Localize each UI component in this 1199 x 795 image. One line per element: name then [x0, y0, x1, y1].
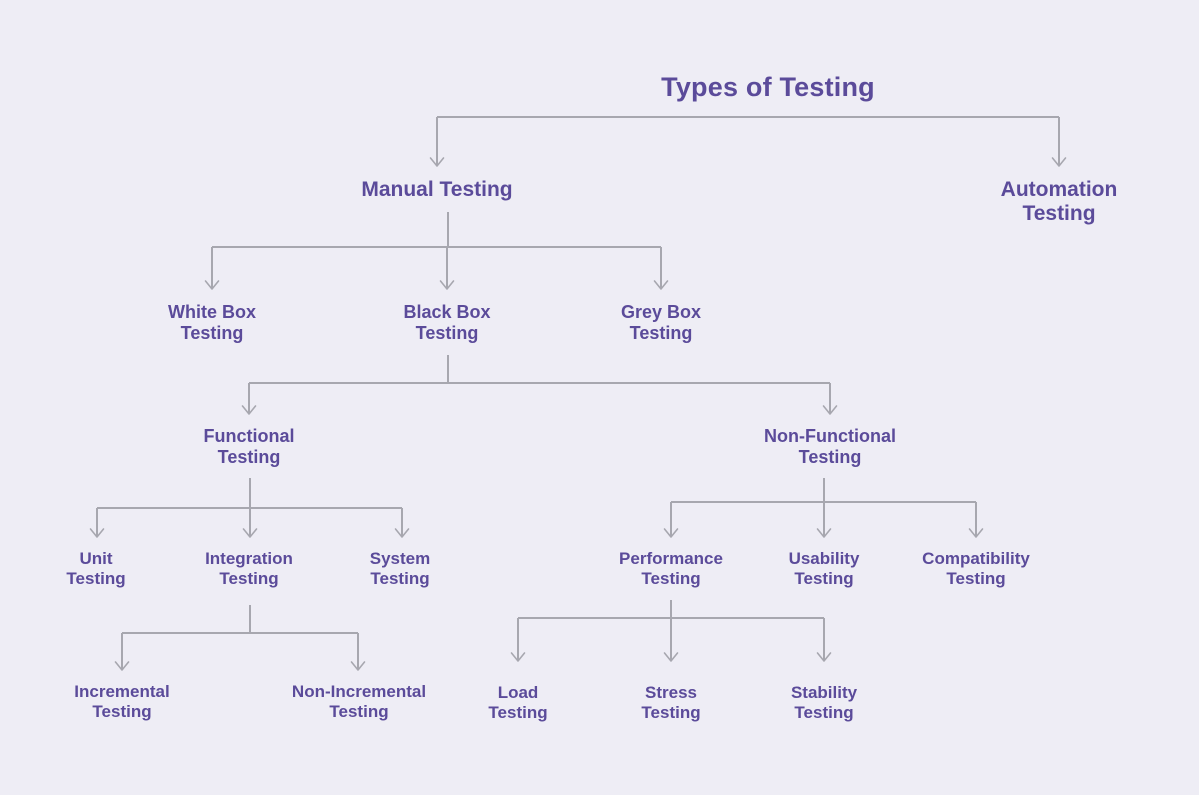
arrow-head-icon [822, 405, 838, 415]
arrow-head-icon [241, 405, 257, 415]
node-performance: Performance Testing [619, 549, 723, 588]
node-usability: Usability Testing [788, 549, 860, 588]
arrow-head-icon [394, 528, 410, 538]
node-grey-box: Grey Box Testing [620, 302, 702, 343]
arrow-head-icon [242, 528, 258, 538]
node-compatibility: Compatibility Testing [922, 549, 1030, 588]
arrow-head-icon [429, 157, 445, 167]
arrow-head-icon [968, 528, 984, 538]
arrow-head-icon [653, 280, 669, 290]
arrow-head-icon [439, 280, 455, 290]
arrow-head-icon [350, 661, 366, 671]
arrow-head-icon [89, 528, 105, 538]
node-root: Types of Testing [661, 72, 875, 102]
node-incremental: Incremental Testing [74, 682, 170, 721]
node-unit: Unit Testing [66, 549, 126, 588]
node-non-functional: Non-Functional Testing [764, 426, 896, 467]
node-white-box: White Box Testing [168, 302, 256, 343]
node-integration: Integration Testing [205, 549, 293, 588]
arrow-head-icon [510, 652, 526, 662]
node-stability: Stability Testing [790, 683, 858, 722]
arrow-head-icon [663, 652, 679, 662]
arrow-head-icon [816, 528, 832, 538]
arrow-head-icon [1051, 157, 1067, 167]
arrow-head-icon [816, 652, 832, 662]
node-automation: Automation Testing [1000, 178, 1118, 226]
arrow-head-icon [663, 528, 679, 538]
node-stress: Stress Testing [641, 683, 701, 722]
node-manual: Manual Testing [361, 178, 513, 201]
node-system: System Testing [369, 549, 431, 588]
node-non-incremental: Non-Incremental Testing [291, 682, 427, 721]
node-black-box: Black Box Testing [403, 302, 491, 343]
arrow-head-icon [114, 661, 130, 671]
node-load: Load Testing [488, 683, 548, 722]
arrow-head-icon [204, 280, 220, 290]
node-functional: Functional Testing [203, 426, 295, 467]
